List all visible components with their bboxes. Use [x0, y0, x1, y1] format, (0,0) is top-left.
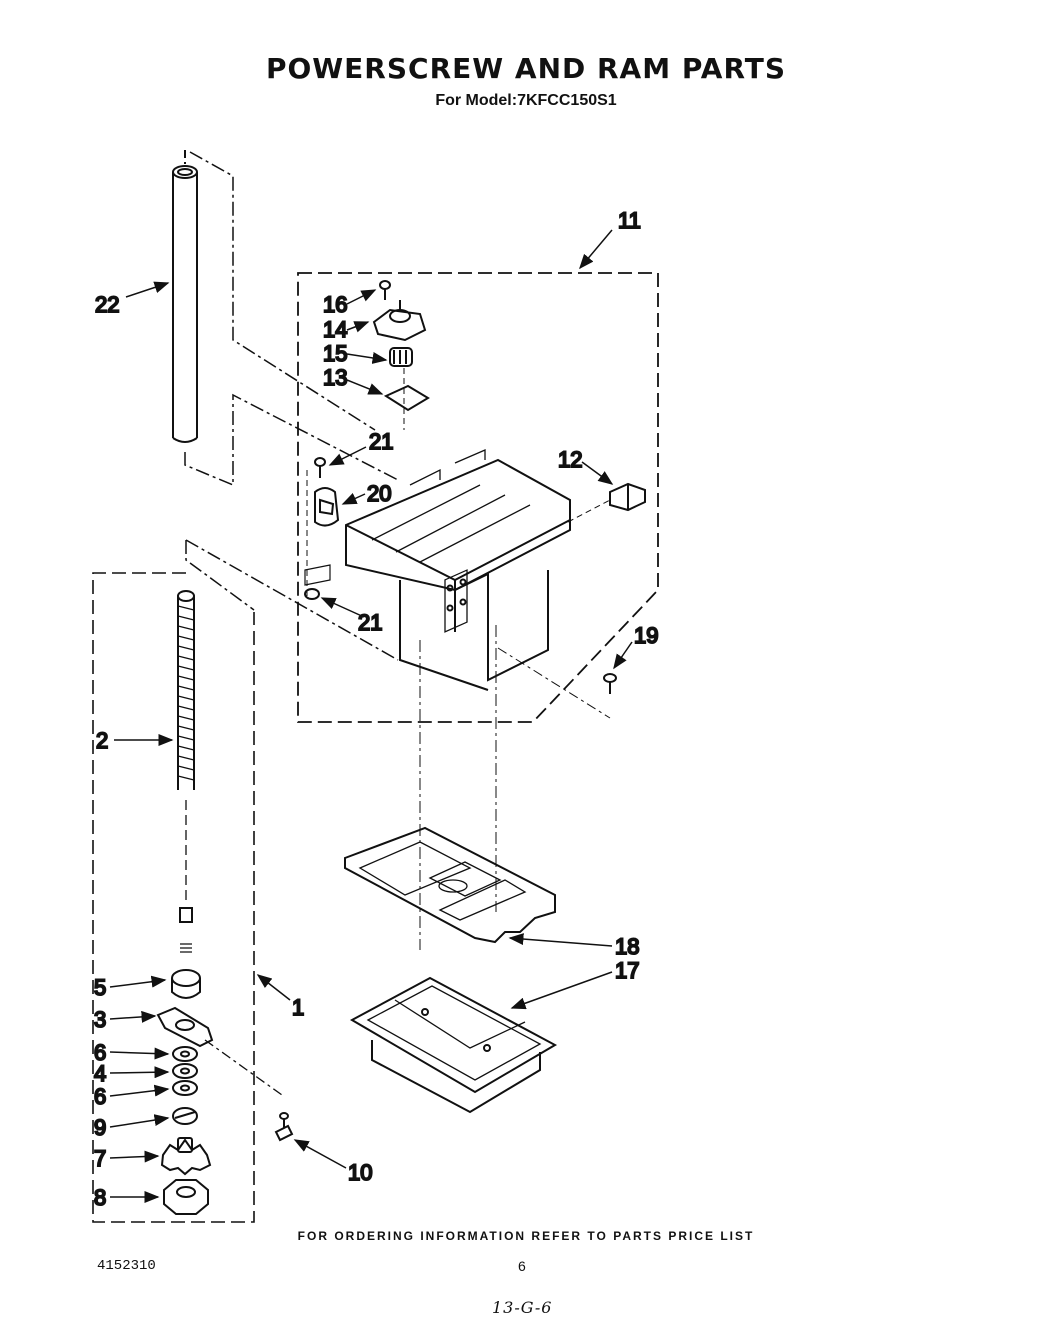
callout-15: 15 — [323, 341, 347, 366]
part-14-bracket — [372, 300, 427, 342]
part-13-plate — [383, 368, 430, 430]
page-number: 6 — [518, 1258, 526, 1274]
part-18-plate — [344, 826, 556, 944]
part-10-screw — [274, 1112, 294, 1142]
callout-2: 2 — [96, 728, 108, 753]
callout-1: 1 — [292, 995, 304, 1020]
part-6-washer-a — [172, 1046, 198, 1062]
callout-11: 11 — [618, 208, 641, 233]
ram-housing — [345, 449, 571, 950]
callout-4: 4 — [94, 1061, 106, 1086]
handwritten-note: 13-G-6 — [492, 1298, 553, 1317]
callout-21-lower: 21 — [358, 610, 382, 635]
callout-3: 3 — [94, 1007, 106, 1032]
ordering-note: FOR ORDERING INFORMATION REFER TO PARTS … — [297, 1229, 755, 1243]
callout-19: 19 — [634, 623, 658, 648]
part-21-screw-lower — [304, 564, 331, 600]
part-15-gear — [389, 347, 413, 367]
part-17-pan — [349, 976, 558, 1114]
callout-17: 17 — [615, 958, 639, 983]
document-number: 4152310 — [97, 1258, 156, 1274]
callout-16: 16 — [323, 292, 347, 317]
assembly-11-frame — [297, 272, 659, 723]
part-5-bearing — [171, 969, 201, 999]
part-7-sprocket — [160, 1137, 212, 1176]
callout-leaders — [109, 229, 633, 1203]
part-20-clip — [306, 470, 340, 600]
part-4-washer — [172, 1063, 198, 1079]
callout-20: 20 — [367, 481, 391, 506]
part-8-nut — [163, 1179, 209, 1215]
callout-8: 8 — [94, 1185, 106, 1210]
part-21-screw-upper — [314, 457, 326, 478]
part-16-screw — [379, 280, 391, 300]
part-9-spacer — [172, 1107, 198, 1125]
assembly-1-frame — [92, 572, 255, 1223]
part-6-washer-b — [172, 1080, 198, 1096]
part-2-powerscrew — [177, 590, 195, 953]
model-subtitle: For Model:7KFCC150S1 — [435, 92, 617, 109]
callout-9: 9 — [94, 1115, 106, 1140]
callout-22: 22 — [95, 292, 119, 317]
callout-7: 7 — [94, 1146, 106, 1171]
part-3-bracket — [156, 1006, 283, 1096]
callout-10: 10 — [348, 1160, 372, 1185]
part-19-screw — [497, 647, 617, 719]
part-12-connector — [567, 482, 646, 523]
callout-5: 5 — [94, 975, 106, 1000]
part-22-tube — [172, 150, 399, 487]
callout-21-upper: 21 — [369, 429, 393, 454]
callout-12: 12 — [558, 447, 582, 472]
callout-14: 14 — [323, 317, 347, 342]
page-title: POWERSCREW AND RAM PARTS — [265, 52, 787, 85]
callout-13: 13 — [323, 365, 347, 390]
callout-6-a: 6 — [94, 1040, 106, 1065]
callout-18: 18 — [615, 934, 639, 959]
callout-6-b: 6 — [94, 1084, 106, 1109]
